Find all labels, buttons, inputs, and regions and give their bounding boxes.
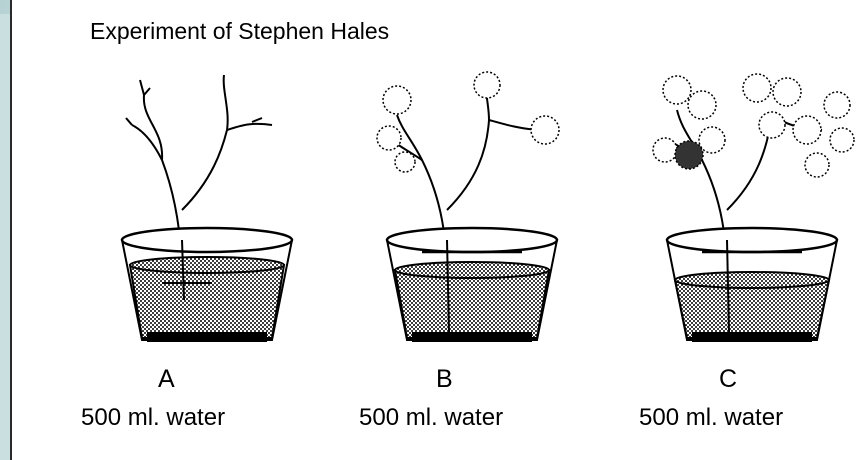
diagram-panel: Experiment of Stephen Hales	[10, 0, 859, 460]
pot-icon	[387, 228, 557, 342]
caption-a: 500 ml. water	[81, 404, 225, 432]
plant-b	[367, 70, 577, 360]
plant-c	[647, 70, 859, 360]
label-b: B	[436, 365, 453, 394]
pot-icon	[667, 228, 837, 342]
plant-a	[102, 70, 312, 360]
leaf-cluster-icon	[377, 72, 559, 172]
water-icon	[130, 265, 284, 338]
label-c: C	[719, 365, 737, 394]
water-icon	[395, 270, 549, 338]
caption-c: 500 ml. water	[639, 404, 783, 432]
diagram-title: Experiment of Stephen Hales	[90, 18, 389, 45]
caption-b: 500 ml. water	[359, 404, 503, 432]
pot-icon	[122, 228, 292, 342]
label-a: A	[158, 365, 175, 394]
